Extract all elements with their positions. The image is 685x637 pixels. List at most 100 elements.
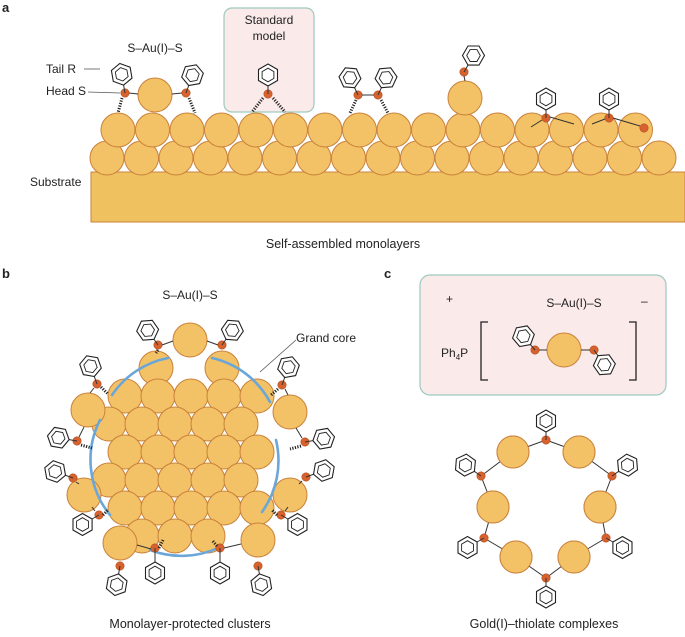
- gold-atom-icon: [376, 112, 412, 148]
- aurophilic-bond: [101, 508, 110, 517]
- grand-core-outline: [89, 356, 280, 558]
- panel-b: b S–Au(I)–S Grand core Monolayer-protect…: [2, 266, 356, 631]
- phenyl-ring-icon: [181, 64, 204, 87]
- aurophilic-bond: [348, 99, 358, 114]
- bond-line: [354, 87, 359, 96]
- bond-line: [612, 117, 641, 127]
- gold-atom-icon: [583, 490, 617, 524]
- bond-line: [185, 85, 190, 94]
- phenyl-ring-icon: [257, 63, 279, 87]
- gold-atom-icon: [272, 477, 308, 513]
- phenyl-ring-icon: [535, 409, 557, 433]
- bond-line: [118, 565, 121, 574]
- bond-line: [69, 439, 78, 442]
- aurophilic-bond: [250, 97, 265, 113]
- bond-line: [75, 481, 80, 485]
- caption-b: Monolayer-protected clusters: [109, 617, 270, 631]
- tail-label: Tail R: [46, 62, 76, 76]
- phenyl-ring-icon: [209, 561, 231, 585]
- aurophilic-bond: [99, 385, 110, 396]
- substrate-slab: [90, 171, 685, 223]
- gold-atom-icon: [499, 540, 533, 574]
- gold-atom-icon: [157, 518, 193, 554]
- left-bracket: [480, 321, 488, 381]
- gold-atom-icon: [223, 406, 259, 442]
- bond-line: [123, 85, 126, 94]
- bond-line: [591, 118, 606, 125]
- standard-model-box: [223, 7, 315, 113]
- gold-atom-icon: [447, 80, 483, 116]
- bond-line: [153, 338, 159, 346]
- sulfur-atom-icon: [639, 123, 649, 133]
- phenyl-ring-icon: [287, 512, 308, 537]
- gold-atom-icon: [496, 435, 530, 469]
- bond-line: [474, 471, 482, 477]
- aurophilic-bond: [116, 97, 124, 114]
- phenyl-ring-icon: [511, 325, 535, 348]
- panel-a-letter: a: [2, 0, 10, 15]
- gold-atom-icon: [240, 522, 276, 558]
- staple-label-b: S–Au(I)–S: [162, 288, 217, 302]
- gold-atom-icon: [100, 112, 136, 148]
- phenyl-ring-icon: [338, 67, 362, 89]
- bond-line: [171, 92, 183, 95]
- aurophilic-bond: [289, 444, 302, 451]
- gold-atom-icon: [641, 140, 677, 176]
- phenyl-ring-icon: [454, 453, 476, 477]
- bond-line: [463, 64, 469, 73]
- phenyl-ring-icon: [136, 319, 160, 341]
- phenyl-ring-icon: [598, 87, 620, 111]
- phenyl-ring-icon: [592, 354, 616, 376]
- phenyl-ring-icon: [374, 67, 398, 89]
- bond-line: [304, 440, 313, 443]
- charge-minus: –: [641, 294, 648, 308]
- standard-model-label-line2: model: [253, 29, 286, 43]
- bond-line: [257, 565, 260, 574]
- head-leader: [87, 91, 121, 94]
- bond-line: [65, 474, 74, 479]
- gold-atom-icon: [411, 112, 446, 148]
- bond-line: [463, 75, 466, 82]
- substrate-label: Substrate: [30, 175, 82, 189]
- bond-line: [476, 537, 485, 543]
- caption-c: Gold(I)–thiolate complexes: [470, 617, 619, 631]
- phenyl-ring-icon: [44, 460, 67, 483]
- bond-line: [377, 87, 382, 96]
- phenyl-ring-icon: [105, 573, 128, 597]
- gold-atom-icon: [476, 490, 510, 524]
- bond-line: [221, 338, 227, 346]
- bond-line: [89, 387, 95, 394]
- gold-atom-icon: [204, 112, 239, 148]
- bond-line: [223, 543, 242, 549]
- phenyl-ring-icon: [277, 356, 300, 379]
- gold-atom-icon: [239, 490, 275, 526]
- grand-core-leader: [259, 339, 297, 373]
- bond-line: [284, 388, 289, 396]
- gold-atom-icon: [557, 540, 591, 574]
- right-bracket: [629, 321, 637, 381]
- phenyl-ring-icon: [72, 512, 93, 537]
- bond-line: [128, 92, 139, 95]
- phenyl-ring-icon: [79, 355, 102, 378]
- gold-atom-icon: [239, 378, 275, 414]
- phenyl-ring-icon: [535, 585, 557, 609]
- bond-line: [530, 119, 543, 128]
- gold-atom-icon: [273, 112, 308, 148]
- gold-atom-icon: [137, 77, 173, 113]
- thiolate-ligands: [110, 45, 649, 133]
- bond-line: [284, 506, 289, 512]
- gold-atom-icon: [272, 394, 308, 430]
- gold-atom-icon: [70, 392, 106, 428]
- aurophilic-bond: [80, 443, 93, 450]
- bond-line: [91, 514, 100, 520]
- cluster-core: [66, 322, 308, 561]
- gold-atom-icon: [239, 434, 275, 470]
- bond-line: [549, 116, 575, 125]
- gold-atom-icon: [172, 322, 208, 358]
- bond-line: [136, 544, 152, 550]
- gold-atom-icon: [102, 525, 138, 561]
- gold-atom-icon: [66, 477, 102, 513]
- bond-line: [295, 427, 303, 439]
- panel-c-letter: c: [384, 266, 391, 281]
